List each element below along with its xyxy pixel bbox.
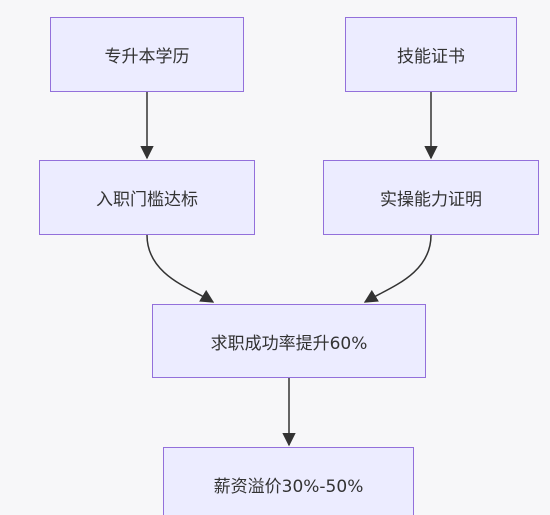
edge-practical-proof-to-job-success [363,234,432,303]
node-job-success-label: 求职成功率提升60% [210,333,368,354]
node-practical-proof: 实操能力证明 [323,160,539,235]
node-entry-threshold: 入职门槛达标 [39,160,255,235]
node-job-success: 求职成功率提升60% [152,304,426,378]
node-salary-premium-label: 薪资溢价30%-50% [213,477,364,497]
node-certificate-label: 技能证书 [397,47,465,67]
node-degree-label: 专升本学历 [104,47,190,67]
node-practical-proof-label: 实操能力证明 [380,190,482,210]
node-salary-premium: 薪资溢价30%-50% [163,447,414,515]
node-degree: 专升本学历 [50,17,244,92]
node-certificate: 技能证书 [345,17,517,92]
edge-entry-threshold-to-job-success [146,234,215,303]
node-entry-threshold-label: 入职门槛达标 [96,190,198,210]
